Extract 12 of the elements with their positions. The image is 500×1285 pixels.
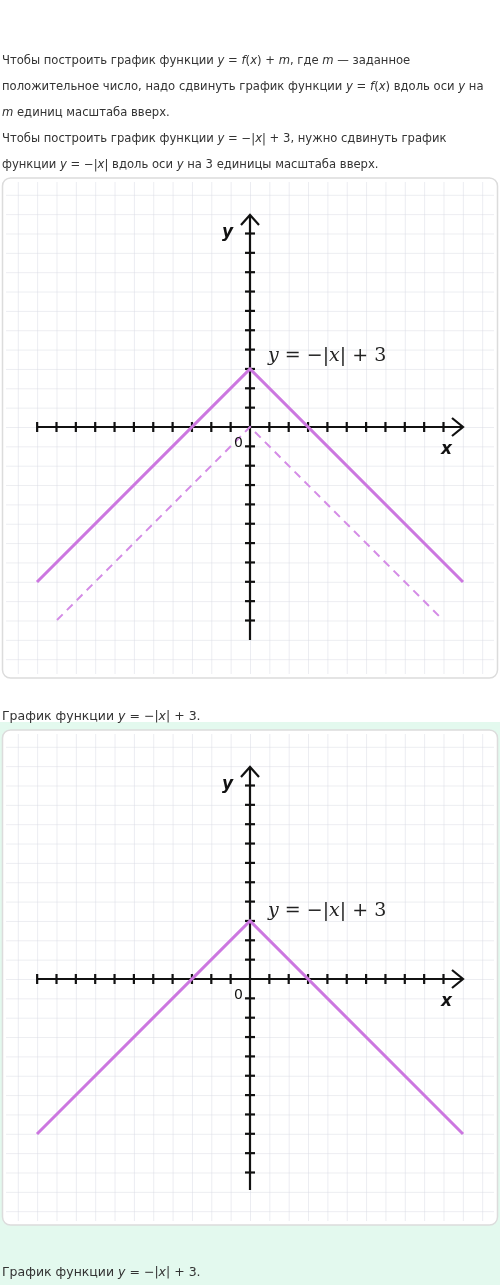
axis-label: y	[222, 773, 234, 793]
axis-label: x	[441, 990, 452, 1010]
explanation-text: Чтобы построить график функции y = −|x| + 3, нужно сдвинуть график функции y = −|x| вдоль оси y на 3 единицы масштаба вверх.	[2, 130, 448, 174]
origin-label: 0	[234, 434, 243, 450]
axis-label: x	[441, 438, 452, 458]
axis-label: y	[222, 221, 234, 241]
function-formula: y = −|x| + 3	[268, 898, 387, 920]
origin-label: 0	[234, 986, 243, 1002]
function-formula: y = −|x| + 3	[268, 343, 387, 365]
explanation-text: Чтобы построить график функции y = f(x) + m, где m — заданное положительное число, надо сдвинуть график функции y = f(x) вдоль оси y на m единиц масштаба вверх.	[2, 52, 485, 121]
figure-caption: График функции y = −|x| + 3.	[2, 1263, 202, 1281]
figure-caption: График функции y = −|x| + 3.	[2, 707, 202, 725]
